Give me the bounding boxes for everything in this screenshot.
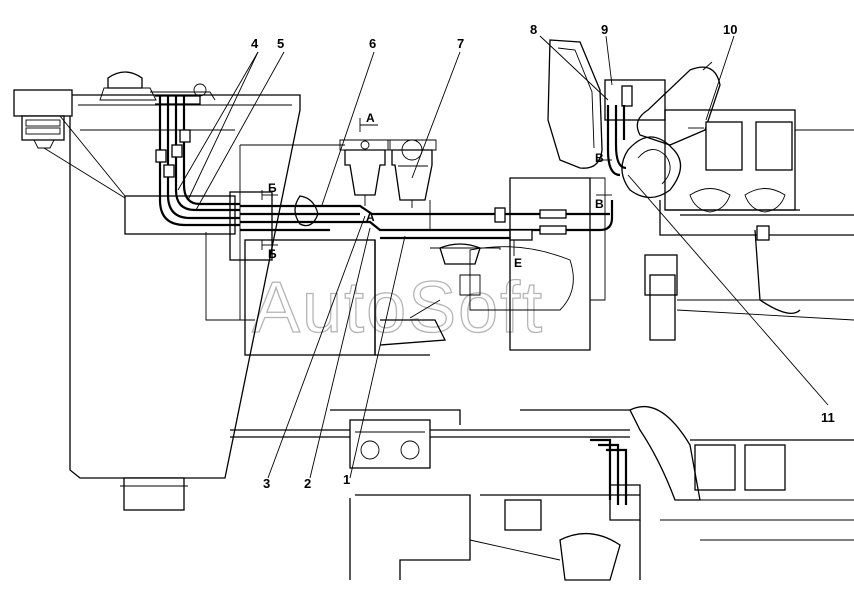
fine-fuel-filter [387, 139, 437, 208]
callout-3: 3 [263, 476, 270, 491]
callout-11: 11 [821, 410, 835, 425]
leader-lines [177, 35, 829, 479]
section-b-bottom: Б [268, 247, 277, 261]
callout-10: 10 [723, 22, 737, 37]
tank-fuel-lines [155, 95, 240, 227]
callout-8: 8 [530, 22, 537, 37]
callout-2: 2 [304, 476, 311, 491]
callout-6: 6 [369, 36, 376, 51]
section-a-mid: А [366, 210, 375, 224]
callout-4: 4 [251, 36, 259, 51]
fuel-tank [69, 94, 301, 511]
section-v-bottom: В [595, 197, 604, 211]
injection-pump [590, 79, 666, 301]
engine-block-right [659, 109, 854, 314]
section-b-top: Б [268, 181, 277, 195]
section-a-top: А [366, 111, 375, 125]
main-fuel-lines [240, 195, 614, 241]
callout-9: 9 [601, 22, 608, 37]
section-markers [261, 118, 612, 256]
lower-detail-view [230, 405, 854, 581]
fuel-filter-pair-lower [349, 419, 431, 469]
callout-1: 1 [343, 472, 350, 487]
tank-sender-unit [13, 89, 126, 199]
right-lower-bracket [644, 254, 854, 341]
frame-rail [244, 200, 501, 356]
watermark: AutoSoft [252, 268, 544, 348]
mounting-bracket [124, 191, 273, 321]
engine-block-center [379, 177, 591, 351]
air-intake-duct [547, 39, 603, 169]
turbocharger [621, 61, 721, 199]
callout-5: 5 [277, 36, 284, 51]
callout-7: 7 [457, 36, 464, 51]
coarse-fuel-filter [339, 139, 391, 206]
section-v-top: В [595, 151, 604, 165]
section-e: Е [514, 256, 522, 270]
